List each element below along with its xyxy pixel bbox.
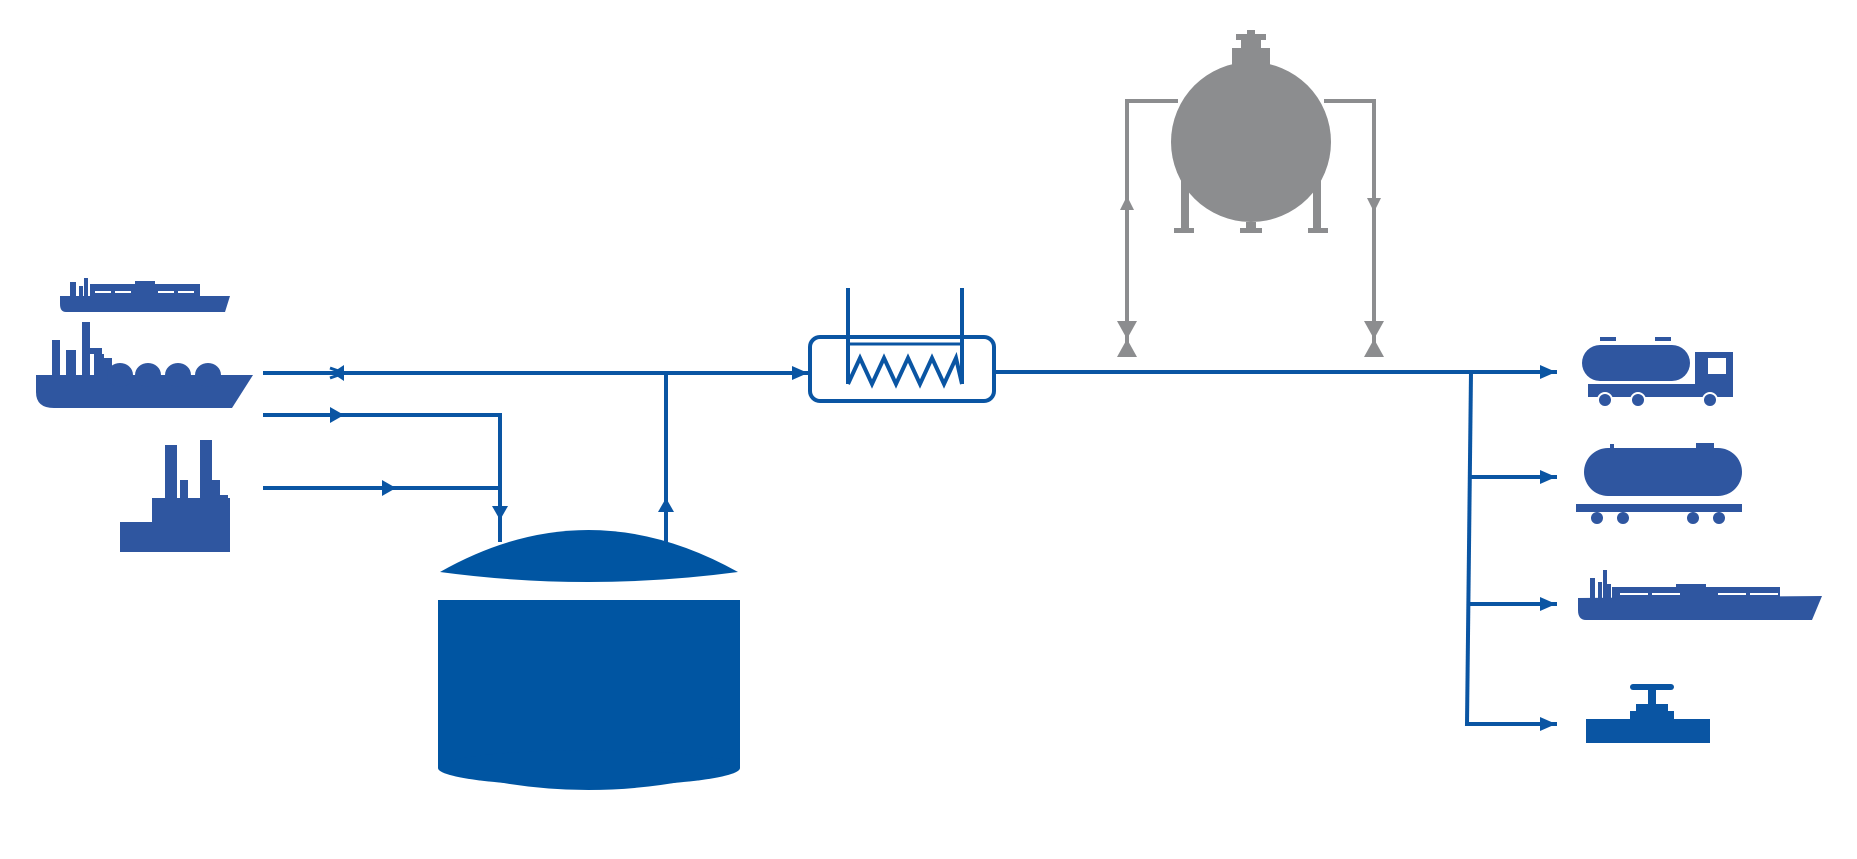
sphere-fill-line xyxy=(1120,99,1178,355)
small-tanker-ship-icon xyxy=(60,278,230,312)
valve-icon xyxy=(1117,321,1384,357)
factory-feed-line xyxy=(263,480,502,496)
tanker-truck-icon xyxy=(1582,337,1733,408)
rail-tank-car-icon xyxy=(1576,443,1742,524)
lng-storage-tank-icon xyxy=(438,530,740,790)
ship-unloading-line xyxy=(263,407,508,542)
tank-sendout-line xyxy=(658,366,808,542)
vaporizer-heat-exchanger-icon xyxy=(808,288,996,403)
distribution-manifold xyxy=(1464,369,1557,731)
factory-icon xyxy=(120,440,230,552)
main-sendout-line xyxy=(992,365,1557,379)
small-tanker-ship-icon-destination xyxy=(1578,570,1822,620)
sphere-return-line xyxy=(1324,99,1381,355)
spherical-pressure-vessel-icon xyxy=(1171,30,1331,233)
lng-carrier-ship-icon xyxy=(36,322,253,408)
pipeline-wellhead-icon xyxy=(1586,684,1710,743)
